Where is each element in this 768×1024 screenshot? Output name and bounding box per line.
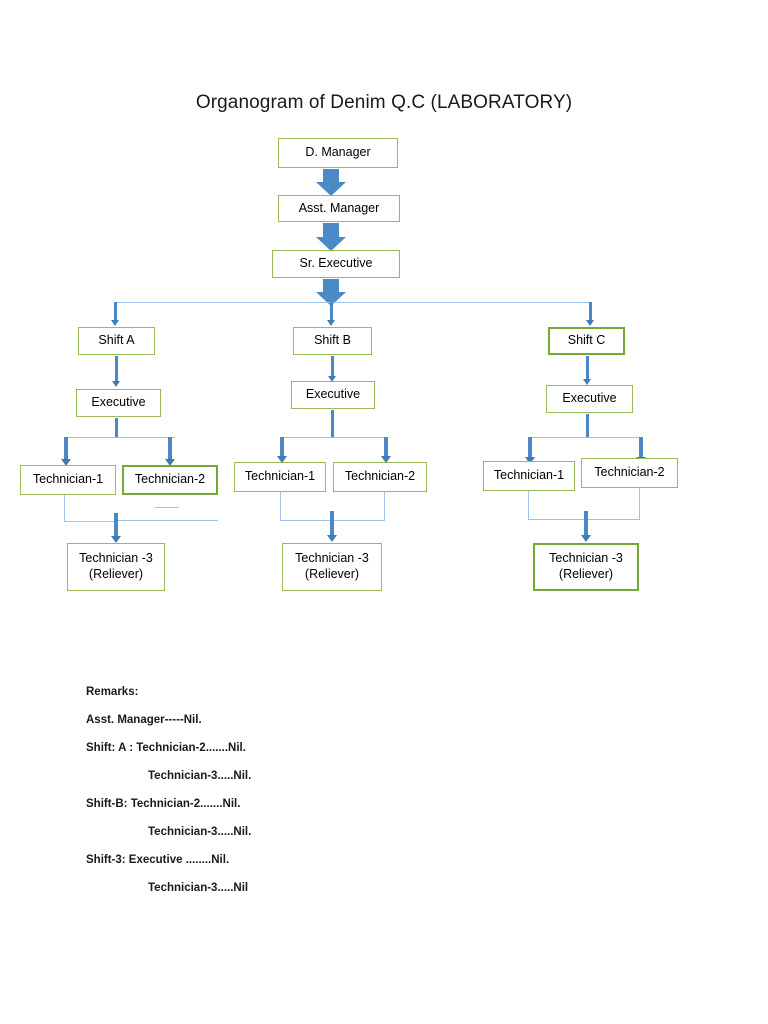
arrowhead-shift-a bbox=[111, 320, 119, 326]
arrowhead-tech-b2 bbox=[381, 456, 391, 463]
arrowhead-tech-c1 bbox=[525, 457, 535, 464]
connector-bus-to-shift-a bbox=[114, 302, 117, 321]
connector-tech-b1-down bbox=[280, 492, 281, 521]
arrowhead-tech-b1 bbox=[277, 456, 287, 463]
connector-tech-a-merge-right bbox=[117, 520, 218, 521]
arrowhead-tech-c3 bbox=[581, 535, 591, 542]
arrowhead-shift-b bbox=[327, 320, 335, 326]
remarks-line-shift-b-tech2: Shift-B: Technician-2.......Nil. bbox=[86, 798, 241, 810]
connector-bus-to-shift-c bbox=[589, 302, 592, 321]
remarks-line-asst-manager: Asst. Manager-----Nil. bbox=[86, 714, 202, 726]
node-technician-c3[interactable]: Technician -3 (Reliever) bbox=[533, 543, 639, 591]
node-executive-c[interactable]: Executive bbox=[546, 385, 633, 413]
connector-tech-a-merge bbox=[64, 521, 117, 522]
arrow-asst-manager-to-sr-executive bbox=[316, 223, 346, 251]
connector-tech-a1-down bbox=[64, 495, 65, 522]
connector-executive-c-drop bbox=[586, 414, 589, 437]
connector-executive-c-to-tech1 bbox=[528, 437, 532, 459]
node-technician-a3-label: Technician -3 bbox=[79, 551, 153, 566]
node-technician-c3-label: Technician -3 bbox=[549, 551, 623, 566]
node-technician-c3-sublabel: (Reliever) bbox=[558, 567, 614, 581]
connector-executive-b-to-tech1 bbox=[280, 437, 284, 458]
remarks-line-shift-b-tech3: Technician-3.....Nil. bbox=[148, 826, 252, 838]
connector-executive-c-split bbox=[529, 437, 643, 438]
remarks-section: Remarks: Asst. Manager-----Nil. Shift: A… bbox=[86, 686, 506, 910]
node-d-manager[interactable]: D. Manager bbox=[278, 138, 398, 168]
node-technician-a3-sublabel: (Reliever) bbox=[88, 567, 144, 581]
node-technician-b1[interactable]: Technician-1 bbox=[234, 462, 326, 492]
connector-tech-a-to-tech3 bbox=[114, 513, 118, 538]
connector-executive-a-split bbox=[65, 437, 175, 438]
connector-bus-to-shift-b bbox=[330, 302, 333, 321]
arrowhead-tech-a2 bbox=[165, 459, 175, 466]
remarks-line-shift-a-tech3: Technician-3.....Nil. bbox=[148, 770, 252, 782]
node-asst-manager[interactable]: Asst. Manager bbox=[278, 195, 400, 222]
node-technician-b3[interactable]: Technician -3 (Reliever) bbox=[282, 543, 382, 591]
remarks-line-shift-3-executive: Shift-3: Executive ........Nil. bbox=[86, 854, 230, 866]
node-technician-c2[interactable]: Technician-2 bbox=[581, 458, 678, 488]
connector-tech-c2-down bbox=[639, 488, 640, 520]
connector-executive-b-to-tech2 bbox=[384, 437, 388, 458]
connector-shift-c-to-executive bbox=[586, 356, 589, 380]
node-executive-a[interactable]: Executive bbox=[76, 389, 161, 417]
node-technician-c1[interactable]: Technician-1 bbox=[483, 461, 575, 491]
node-shift-a[interactable]: Shift A bbox=[78, 327, 155, 355]
remarks-line-shift-a-tech2: Shift: A : Technician-2.......Nil. bbox=[86, 742, 246, 754]
arrowhead-shift-c bbox=[586, 320, 594, 326]
arrowhead-executive-b bbox=[328, 376, 336, 382]
arrowhead-executive-c bbox=[583, 379, 591, 385]
node-sr-executive[interactable]: Sr. Executive bbox=[272, 250, 400, 278]
remarks-line-shift-3-tech3: Technician-3.....Nil bbox=[148, 882, 249, 894]
connector-executive-c-to-tech2 bbox=[639, 437, 643, 459]
page-title: Organogram of Denim Q.C (LABORATORY) bbox=[195, 92, 573, 113]
node-executive-b[interactable]: Executive bbox=[291, 381, 375, 409]
arrowhead-tech-a3 bbox=[111, 536, 121, 543]
connector-executive-a-drop bbox=[115, 418, 118, 437]
node-shift-b[interactable]: Shift B bbox=[293, 327, 372, 355]
connector-executive-b-drop bbox=[331, 410, 334, 437]
node-technician-b3-sublabel: (Reliever) bbox=[304, 567, 360, 581]
node-technician-a2[interactable]: Technician-2 bbox=[122, 465, 218, 495]
connector-executive-a-to-tech2 bbox=[168, 437, 172, 461]
connector-shift-b-to-executive bbox=[331, 356, 334, 378]
node-technician-b3-label: Technician -3 bbox=[295, 551, 369, 566]
connector-tech-c-to-tech3 bbox=[584, 511, 588, 537]
node-technician-a3[interactable]: Technician -3 (Reliever) bbox=[67, 543, 165, 591]
arrowhead-tech-a1 bbox=[61, 459, 71, 466]
arrow-d-manager-to-asst-manager bbox=[316, 169, 346, 196]
connector-shift-a-to-executive bbox=[115, 356, 118, 382]
node-technician-a1[interactable]: Technician-1 bbox=[20, 465, 116, 495]
connector-tech-c1-down bbox=[528, 491, 529, 520]
remarks-heading: Remarks: bbox=[86, 686, 139, 698]
arrowhead-tech-b3 bbox=[327, 535, 337, 542]
connector-tech-b-to-tech3 bbox=[330, 511, 334, 537]
connector-shift-bus bbox=[117, 302, 592, 303]
connector-tech-a-stray bbox=[155, 507, 179, 508]
connector-executive-a-to-tech1 bbox=[64, 437, 68, 461]
connector-tech-b2-down bbox=[384, 492, 385, 521]
connector-executive-b-split bbox=[281, 437, 388, 438]
node-technician-b2[interactable]: Technician-2 bbox=[333, 462, 427, 492]
node-shift-c[interactable]: Shift C bbox=[548, 327, 625, 355]
arrowhead-executive-a bbox=[112, 381, 120, 387]
